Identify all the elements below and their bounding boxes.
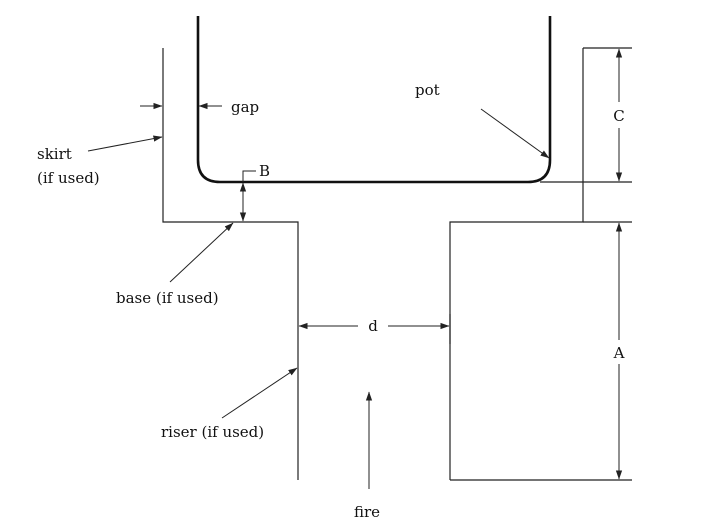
skirt-leader-arrow [87,135,163,152]
pot-leader-arrow [480,108,550,159]
skirt-base-left-outline [162,48,299,480]
dimension-d-label: d [368,317,378,335]
base-leader-arrow [169,222,234,283]
dimension-a-label: A [613,344,625,362]
skirt-base-right-outline [449,48,584,480]
riser-leader-arrow [221,367,298,419]
dimension-b-leader [242,170,256,182]
riser-label: riser (if used) [161,423,264,441]
dimension-b-label: B [259,162,270,180]
pot-outline [196,16,552,184]
skirt-label: skirt [37,145,72,163]
pot-label: pot [415,81,440,99]
dimension-c-label: C [613,107,624,125]
gap-label: gap [231,98,259,116]
skirt-note-label: (if used) [37,169,100,187]
fire-label: fire [354,503,380,521]
base-label: base (if used) [116,289,219,307]
